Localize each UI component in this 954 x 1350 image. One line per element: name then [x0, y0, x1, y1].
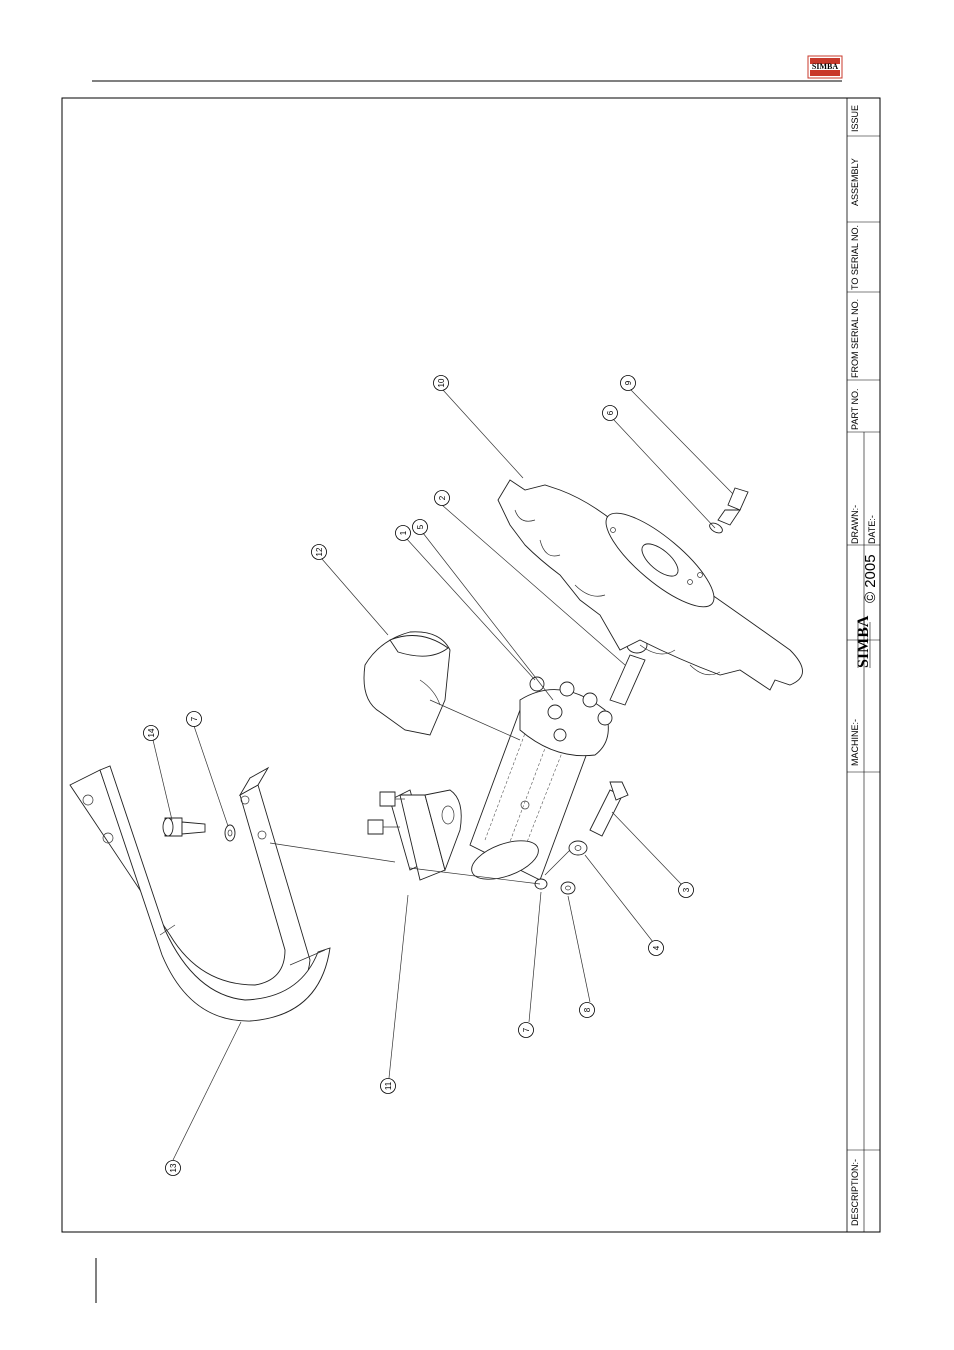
- balloon-1: 1: [396, 526, 411, 541]
- balloon-11: 11: [381, 1079, 396, 1094]
- balloon-6: 6: [603, 406, 618, 421]
- from-serial-label: FROM SERIAL NO.: [850, 299, 860, 378]
- balloon-10: 10: [434, 376, 449, 391]
- part-11-clamp: [368, 790, 461, 880]
- balloon-3: 3: [679, 883, 694, 898]
- svg-text:12: 12: [315, 547, 324, 556]
- svg-text:3: 3: [682, 887, 691, 892]
- balloon-9: 9: [621, 376, 636, 391]
- exploded-assembly: 1 2 3 4 5 6 7 7: [70, 376, 803, 1176]
- part-2-axle-bolt: [610, 637, 647, 705]
- svg-text:7: 7: [522, 1027, 531, 1032]
- part-7-washer-upper: [225, 825, 235, 841]
- part-7-washer-lower: [535, 879, 547, 889]
- balloon-7-upper: 7: [187, 712, 202, 727]
- assembly-label: ASSEMBLY: [850, 158, 860, 206]
- balloon-4: 4: [649, 941, 664, 956]
- part-14-bolt: [163, 818, 205, 836]
- header-logo: SIMBA: [808, 56, 842, 78]
- svg-text:13: 13: [169, 1163, 178, 1172]
- drawn-label: DRAWN:-: [850, 505, 860, 544]
- part-4-nut: [569, 841, 587, 855]
- part-13-bracket: [70, 766, 330, 1021]
- svg-text:10: 10: [437, 378, 446, 387]
- issue-label: ISSUE: [850, 105, 860, 132]
- svg-text:SIMBA: SIMBA: [855, 615, 872, 668]
- svg-text:4: 4: [652, 945, 661, 950]
- balloon-7-lower: 7: [519, 1023, 534, 1038]
- header-logo-text: SIMBA: [812, 62, 838, 71]
- balloon-5: 5: [413, 520, 428, 535]
- svg-text:7: 7: [190, 716, 199, 721]
- part-10-disc: [498, 480, 803, 690]
- title-block-logo: SIMBA: [855, 615, 872, 668]
- part-3-bolt: [590, 782, 628, 836]
- description-label: DESCRIPTION:-: [850, 1159, 860, 1226]
- to-serial-label: TO SERIAL NO.: [850, 225, 860, 290]
- part-12-housing: [364, 632, 450, 735]
- part-no-label: PART NO.: [850, 388, 860, 430]
- balloon-13: 13: [166, 1161, 181, 1176]
- copyright-text: © 2005: [862, 554, 879, 603]
- svg-text:9: 9: [624, 380, 633, 385]
- balloon-12: 12: [312, 545, 327, 560]
- balloon-14: 14: [144, 726, 159, 741]
- title-block: ISSUE ASSEMBLY TO SERIAL NO. FROM SERIAL…: [847, 98, 880, 1232]
- balloon-2: 2: [435, 491, 450, 506]
- machine-label: MACHINE:-: [850, 719, 860, 766]
- svg-text:2: 2: [438, 495, 447, 500]
- svg-text:14: 14: [147, 728, 156, 737]
- svg-text:11: 11: [384, 1081, 393, 1090]
- part-8-nut: [561, 882, 575, 894]
- hub-shaft: [467, 677, 612, 887]
- svg-text:1: 1: [399, 530, 408, 535]
- svg-text:6: 6: [606, 410, 615, 415]
- svg-text:5: 5: [416, 524, 425, 529]
- svg-text:8: 8: [583, 1007, 592, 1012]
- balloon-8: 8: [580, 1003, 595, 1018]
- date-label: DATE:-: [867, 515, 877, 544]
